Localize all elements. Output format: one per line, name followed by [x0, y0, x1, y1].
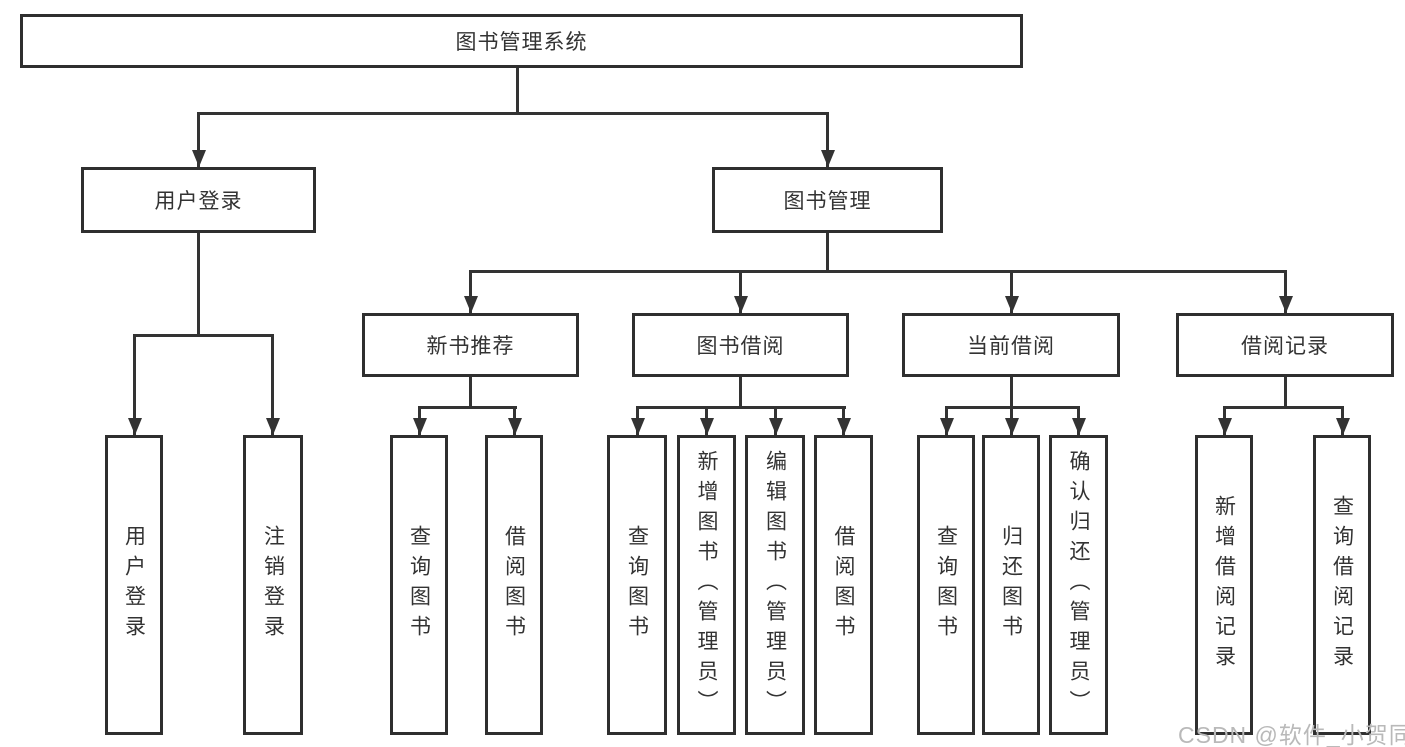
leaf-current-return-books: 归还图书	[982, 435, 1040, 735]
connector-current-borrow-stub	[1010, 377, 1013, 409]
leaf-current-confirm-return-admin: 确认归还（管理员）	[1049, 435, 1108, 735]
leaf-borrowing-borrow-books: 借阅图书	[814, 435, 873, 735]
arrow-down-icon	[1284, 270, 1287, 313]
arrow-down-icon	[774, 406, 777, 435]
arrow-down-icon	[513, 406, 516, 435]
arrow-down-icon	[826, 112, 829, 167]
leaf-records-query-record: 查询借阅记录	[1313, 435, 1371, 735]
arrow-down-icon	[705, 406, 708, 435]
arrow-down-icon	[842, 406, 845, 435]
connector-book-mgmt-bar	[469, 270, 1287, 273]
connector-user-login-stub	[197, 233, 200, 337]
leaf-user-login: 用户登录	[105, 435, 163, 735]
leaf-current-query-books: 查询图书	[917, 435, 975, 735]
leaf-label: 确认归还（管理员）	[1067, 450, 1090, 720]
arrow-down-icon	[739, 270, 742, 313]
node-label: 当前借阅	[967, 335, 1055, 358]
arrow-down-icon	[1223, 406, 1226, 435]
leaf-label: 归还图书	[999, 525, 1023, 645]
node-label: 用户登录	[154, 190, 243, 213]
connector-new-book-bar	[418, 406, 517, 409]
arrow-down-icon	[1010, 406, 1013, 435]
leaf-borrowing-add-books-admin: 新增图书（管理员）	[677, 435, 736, 735]
node-label: 图书管理	[783, 190, 872, 213]
leaf-label: 新增借阅记录	[1212, 495, 1236, 675]
leaf-label: 查询图书	[407, 525, 431, 645]
leaf-label: 编辑图书（管理员）	[763, 450, 787, 720]
node-book-management: 图书管理	[712, 167, 943, 233]
node-library-management-system: 图书管理系统	[20, 14, 1023, 68]
node-label: 新书推荐	[426, 335, 515, 358]
connector-new-book-stub	[469, 377, 472, 409]
csdn-watermark: CSDN @软件_小贺同学	[1178, 722, 1405, 747]
connector-book-mgmt-stub	[826, 233, 829, 273]
leaf-borrowing-query-books: 查询图书	[607, 435, 667, 735]
leaf-label: 注销登录	[261, 525, 285, 645]
node-new-book-recommend: 新书推荐	[362, 313, 579, 377]
leaf-borrowing-edit-books-admin: 编辑图书（管理员）	[745, 435, 805, 735]
leaf-label: 借阅图书	[502, 525, 526, 645]
connector-borrow-record-bar	[1223, 406, 1344, 409]
leaf-label: 新增图书（管理员）	[695, 450, 718, 720]
leaf-newbook-borrow-books: 借阅图书	[485, 435, 543, 735]
node-current-borrowing: 当前借阅	[902, 313, 1120, 377]
leaf-label: 借阅图书	[832, 525, 855, 645]
leaf-label: 用户登录	[122, 525, 146, 645]
arrow-down-icon	[1341, 406, 1344, 435]
arrow-down-icon	[1077, 406, 1080, 435]
node-borrowing-records: 借阅记录	[1176, 313, 1394, 377]
connector-book-borrow-stub	[739, 377, 742, 409]
leaf-newbook-query-books: 查询图书	[390, 435, 448, 735]
leaf-label: 查询图书	[625, 525, 649, 645]
node-user-login: 用户登录	[81, 167, 316, 233]
leaf-records-add-record: 新增借阅记录	[1195, 435, 1253, 735]
arrow-down-icon	[418, 406, 421, 435]
node-label: 借阅记录	[1241, 335, 1329, 358]
connector-root-bar	[197, 112, 828, 115]
connector-root-stub	[516, 68, 519, 114]
arrow-down-icon	[1010, 270, 1013, 313]
node-label: 图书借阅	[696, 335, 785, 358]
connector-borrow-record-stub	[1284, 377, 1287, 409]
arrow-down-icon	[636, 406, 639, 435]
node-label: 图书管理系统	[455, 31, 588, 54]
arrow-down-icon	[197, 112, 200, 167]
leaf-label: 查询图书	[934, 525, 958, 645]
connector-user-login-bar	[133, 334, 274, 337]
leaf-label: 查询借阅记录	[1330, 495, 1354, 675]
connector-book-borrow-bar	[636, 406, 846, 409]
leaf-logout: 注销登录	[243, 435, 303, 735]
arrow-down-icon	[945, 406, 948, 435]
arrow-down-icon	[469, 270, 472, 313]
arrow-down-icon	[133, 334, 136, 435]
arrow-down-icon	[271, 334, 274, 435]
node-book-borrowing: 图书借阅	[632, 313, 849, 377]
